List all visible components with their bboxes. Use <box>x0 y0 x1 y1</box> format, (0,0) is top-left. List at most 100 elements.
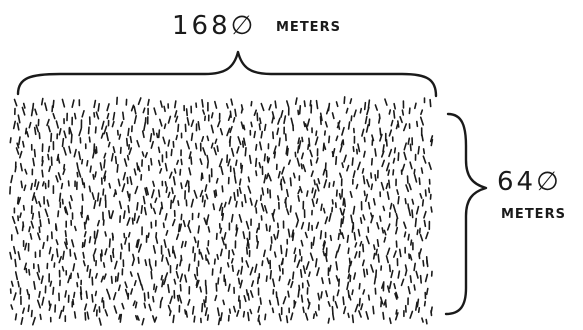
grass-stroke <box>247 185 252 194</box>
grass-stroke <box>248 154 252 165</box>
grass-stroke <box>33 280 36 290</box>
grass-stroke <box>16 142 20 149</box>
grass-stroke <box>381 227 384 234</box>
grass-stroke <box>108 210 111 219</box>
grass-stroke <box>215 189 218 197</box>
grass-stroke <box>263 123 267 132</box>
grass-stroke <box>278 275 281 282</box>
grass-stroke <box>145 186 149 196</box>
grass-stroke <box>255 235 259 243</box>
grass-stroke <box>324 253 328 263</box>
grass-stroke <box>422 259 425 267</box>
grass-stroke <box>316 183 320 192</box>
grass-stroke <box>57 172 62 181</box>
grass-stroke <box>28 121 32 129</box>
grass-stroke <box>362 289 366 295</box>
grass-stroke <box>403 123 407 132</box>
grass-stroke <box>324 121 328 128</box>
grass-stroke <box>121 183 126 193</box>
grass-stroke <box>350 214 354 224</box>
grass-stroke <box>152 315 156 322</box>
grass-stroke <box>386 247 391 256</box>
grass-stroke <box>271 115 275 124</box>
grass-stroke <box>233 174 237 184</box>
grass-stroke <box>405 184 410 193</box>
grass-stroke <box>132 300 136 307</box>
grass-stroke <box>242 124 246 131</box>
grass-stroke <box>147 98 150 106</box>
grass-stroke <box>298 284 301 291</box>
grass-stroke <box>216 253 219 260</box>
grass-stroke <box>421 199 425 207</box>
grass-stroke <box>31 212 35 220</box>
grass-stroke <box>127 127 130 137</box>
grass-stroke <box>390 119 394 127</box>
grass-stroke <box>389 202 393 210</box>
grass-stroke <box>210 112 214 119</box>
grass-stroke <box>36 271 41 281</box>
grass-stroke <box>174 110 178 118</box>
grass-stroke <box>295 212 300 222</box>
grass-stroke <box>193 252 196 262</box>
grass-stroke <box>307 143 310 150</box>
grass-stroke <box>199 189 204 198</box>
grass-stroke <box>225 103 229 109</box>
grass-stroke <box>81 193 84 202</box>
grass-stroke <box>84 215 89 225</box>
grass-stroke <box>413 168 416 175</box>
grass-stroke <box>231 249 235 256</box>
grass-stroke <box>295 220 299 228</box>
grass-stroke <box>165 229 169 236</box>
grass-stroke <box>31 316 36 326</box>
grass-stroke <box>63 163 66 170</box>
grass-stroke <box>168 310 172 317</box>
grass-stroke <box>103 175 107 182</box>
grass-stroke <box>200 172 203 181</box>
grass-stroke <box>260 102 265 112</box>
grass-stroke <box>199 158 203 165</box>
grass-stroke <box>118 313 121 320</box>
grass-stroke <box>160 274 163 281</box>
grass-stroke <box>30 309 33 318</box>
grass-stroke <box>403 231 407 238</box>
grass-stroke <box>221 185 224 193</box>
grass-stroke <box>335 156 338 166</box>
grass-stroke <box>12 120 16 130</box>
grass-stroke <box>415 270 419 279</box>
grass-stroke <box>97 103 100 112</box>
grass-stroke <box>152 295 155 303</box>
grass-stroke <box>17 196 22 205</box>
grass-stroke <box>94 148 97 155</box>
grass-stroke <box>273 233 277 241</box>
grass-stroke <box>81 110 85 118</box>
grass-stroke <box>69 195 73 202</box>
grass-stroke <box>169 295 173 305</box>
grass-stroke <box>346 234 350 243</box>
grass-stroke <box>296 157 301 167</box>
grass-stroke <box>19 212 22 219</box>
grass-stroke <box>361 128 365 137</box>
grass-stroke <box>113 305 118 314</box>
grass-stroke <box>106 112 110 120</box>
grass-stroke <box>221 236 225 246</box>
grass-stroke <box>219 128 224 136</box>
grass-stroke <box>202 109 206 115</box>
grass-stroke <box>172 195 176 204</box>
grass-stroke <box>149 263 153 271</box>
grass-stroke <box>154 285 158 293</box>
grass-stroke <box>42 241 45 250</box>
grass-stroke <box>249 197 253 206</box>
grass-stroke <box>164 272 169 280</box>
grass-stroke <box>86 264 89 272</box>
grass-stroke <box>82 251 85 259</box>
grass-stroke <box>367 201 371 210</box>
grass-stroke <box>337 243 341 253</box>
grass-stroke <box>286 100 290 109</box>
grass-stroke <box>240 265 243 275</box>
grass-stroke <box>347 121 351 130</box>
grass-stroke <box>266 257 270 265</box>
grass-stroke <box>388 109 392 115</box>
grass-stroke <box>287 278 291 286</box>
grass-stroke <box>133 105 137 115</box>
grass-stroke <box>61 265 65 272</box>
